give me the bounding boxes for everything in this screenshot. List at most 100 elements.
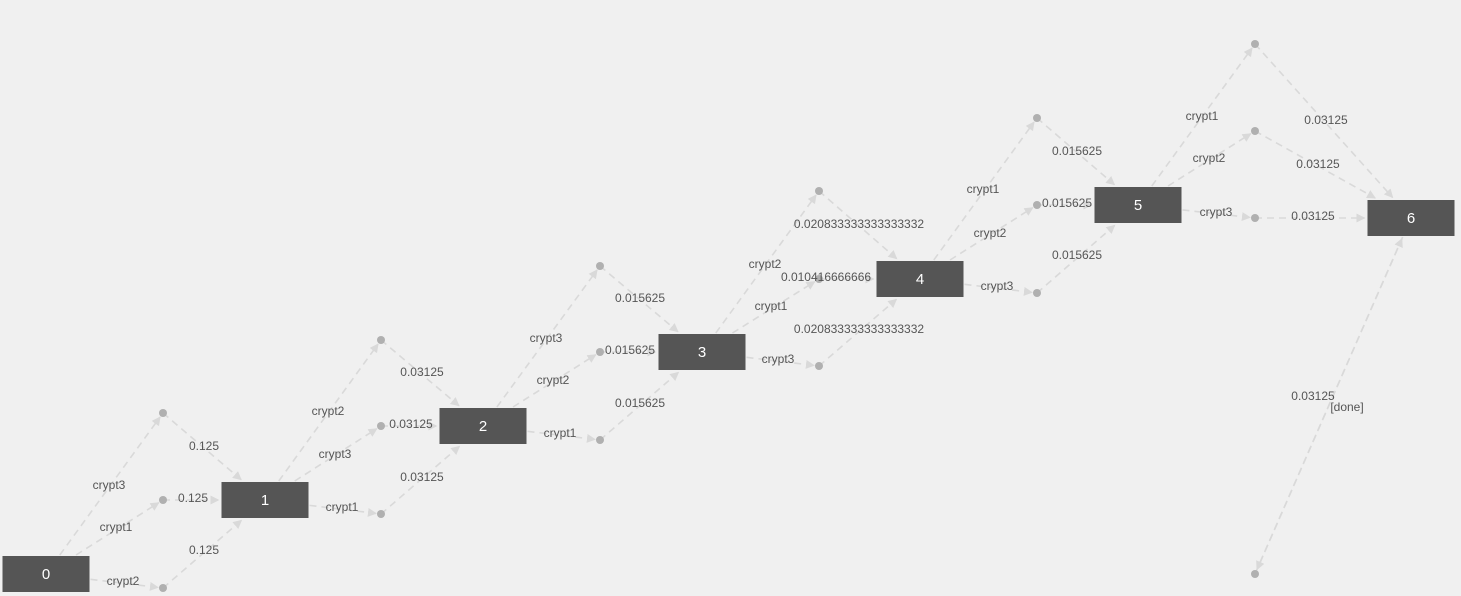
transition-edge-action — [59, 416, 161, 556]
probability-label: 0.020833333333333332 — [794, 217, 924, 231]
state-node-label: 0 — [42, 566, 50, 583]
action-label: crypt1 — [100, 520, 133, 534]
probability-label: 0.125 — [189, 439, 219, 453]
state-node-label: 6 — [1407, 210, 1415, 227]
action-dot — [815, 362, 823, 370]
transition-edge-outcome — [818, 298, 898, 367]
state-node-label: 4 — [916, 271, 924, 288]
state-node-2[interactable]: 2 — [439, 408, 527, 444]
transition-edge-action — [1167, 132, 1252, 187]
action-label: crypt1 — [1186, 109, 1219, 123]
action-label: crypt2 — [312, 404, 345, 418]
state-node-box — [1367, 200, 1455, 236]
action-label: crypt3 — [981, 279, 1014, 293]
action-dot — [377, 336, 385, 344]
transition-edge-action — [732, 280, 816, 334]
transition-edge-action — [949, 206, 1034, 261]
probability-label: 0.125 — [189, 543, 219, 557]
state-node-box — [1094, 187, 1182, 223]
action-dot — [1033, 289, 1041, 297]
state-node-label: 2 — [479, 418, 487, 435]
action-dot — [1251, 40, 1259, 48]
action-label: crypt2 — [1193, 151, 1226, 165]
probability-label: 0.03125 — [1304, 113, 1348, 127]
action-dot — [377, 422, 385, 430]
transition-edge-action — [278, 343, 379, 482]
probability-label: 0.015625 — [1042, 196, 1092, 210]
action-label: crypt1 — [755, 299, 788, 313]
transition-edge-action — [715, 194, 817, 334]
action-dot — [159, 584, 167, 592]
action-dot — [1251, 214, 1259, 222]
transition-edge-outcome — [599, 265, 679, 333]
transition-edge-action — [1151, 47, 1253, 187]
action-dot — [159, 409, 167, 417]
transition-edge-action — [75, 501, 160, 556]
probability-label: 0.03125 — [1291, 209, 1335, 223]
probability-label: 0.010416666666 — [781, 270, 871, 284]
action-dot — [815, 187, 823, 195]
action-dot — [1033, 201, 1041, 209]
probability-label: 0.015625 — [615, 291, 665, 305]
action-label: crypt1 — [326, 500, 359, 514]
transition-edge-outcome — [380, 445, 461, 515]
action-dot — [159, 496, 167, 504]
state-node-box — [2, 556, 90, 592]
state-node-box — [221, 482, 309, 518]
transition-edge-outcome — [1036, 117, 1116, 186]
state-node-box — [658, 334, 746, 370]
transition-edge-action — [294, 428, 378, 482]
action-dot — [377, 510, 385, 518]
action-label: crypt3 — [1200, 205, 1233, 219]
action-dot — [596, 262, 604, 270]
probability-label: 0.015625 — [1052, 144, 1102, 158]
transition-edge-outcome — [162, 519, 243, 589]
transition-edge-action — [933, 121, 1035, 261]
action-label: crypt1 — [967, 182, 1000, 196]
transition-edge-outcome — [380, 339, 460, 407]
probability-label: 0.125 — [178, 491, 208, 505]
action-dot — [1033, 114, 1041, 122]
action-dot — [596, 348, 604, 356]
probability-label: 0.015625 — [605, 343, 655, 357]
transition-edge-action — [496, 269, 598, 408]
action-label: crypt3 — [319, 447, 352, 461]
transition-edge-action — [512, 353, 597, 408]
action-dot — [1251, 127, 1259, 135]
state-node-1[interactable]: 1 — [221, 482, 309, 518]
probability-label: 0.03125 — [400, 470, 444, 484]
action-label: crypt2 — [107, 574, 140, 588]
state-node-label: 1 — [261, 492, 269, 509]
action-dot — [1251, 570, 1259, 578]
state-node-4[interactable]: 4 — [876, 261, 964, 297]
action-label: [done] — [1330, 400, 1363, 414]
probability-label: 0.03125 — [400, 365, 444, 379]
state-node-label: 5 — [1134, 197, 1142, 214]
probability-label: 0.03125 — [1291, 389, 1335, 403]
action-dot — [596, 436, 604, 444]
transition-edge-outcome — [1036, 224, 1116, 294]
transition-edge-outcome — [599, 371, 680, 441]
state-node-label: 3 — [698, 344, 706, 361]
probability-label: 0.03125 — [389, 417, 433, 431]
state-node-3[interactable]: 3 — [658, 334, 746, 370]
probability-label: 0.020833333333333332 — [794, 322, 924, 336]
action-label: crypt2 — [749, 257, 782, 271]
action-label: crypt3 — [93, 478, 126, 492]
transition-edge-outcome — [818, 190, 898, 260]
action-label: crypt3 — [762, 352, 795, 366]
action-label: crypt2 — [537, 373, 570, 387]
probability-label: 0.015625 — [615, 396, 665, 410]
state-node-box — [439, 408, 527, 444]
transition-edge-outcome — [1254, 43, 1394, 199]
probability-label: 0.03125 — [1296, 157, 1340, 171]
state-node-5[interactable]: 5 — [1094, 187, 1182, 223]
probability-label: 0.015625 — [1052, 248, 1102, 262]
action-dot — [815, 275, 823, 283]
state-node-6[interactable]: 6 — [1367, 200, 1455, 236]
transition-edge-outcome — [162, 412, 242, 481]
transition-edge-outcome — [1254, 238, 1403, 575]
action-label: crypt1 — [544, 426, 577, 440]
state-node-0[interactable]: 0 — [2, 556, 90, 592]
